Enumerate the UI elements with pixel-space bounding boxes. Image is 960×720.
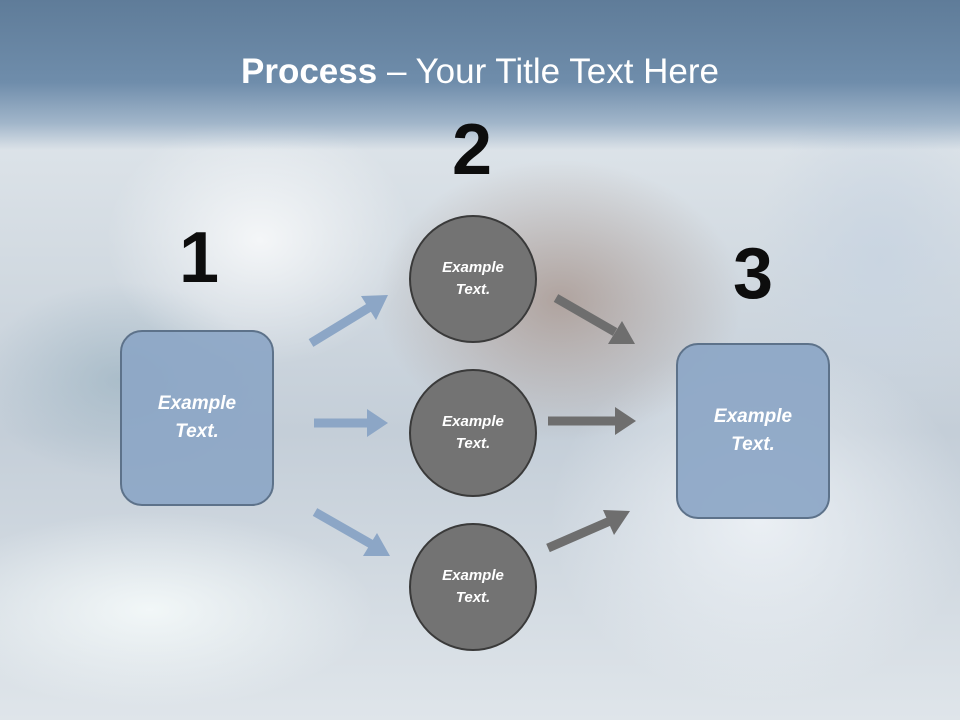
slide-title: Process – Your Title Text Here xyxy=(0,52,960,92)
left-box-text: Example Text. xyxy=(157,392,237,443)
title-rest: – Your Title Text Here xyxy=(377,52,719,91)
circle-top-text: Example Text. xyxy=(442,258,504,299)
title-band xyxy=(0,0,960,150)
right-box-text: Example Text. xyxy=(713,405,793,456)
arrow-left-lower xyxy=(312,508,390,556)
step-number-2: 2 xyxy=(451,110,493,190)
arrow-right-lower xyxy=(546,510,630,553)
left-process-box: Example Text. xyxy=(120,330,274,506)
arrow-right-middle xyxy=(548,407,636,435)
process-circle-bottom: Example Text. xyxy=(409,523,537,651)
step-number-1: 1 xyxy=(178,218,220,298)
arrow-right-upper xyxy=(553,294,635,344)
right-process-box: Example Text. xyxy=(676,343,830,519)
process-circle-middle: Example Text. xyxy=(409,369,537,497)
arrow-left-middle xyxy=(314,409,388,437)
process-circle-top: Example Text. xyxy=(409,215,537,343)
title-bold: Process xyxy=(241,52,378,91)
arrow-left-upper xyxy=(308,295,388,347)
circle-bottom-text: Example Text. xyxy=(442,566,504,607)
step-number-3: 3 xyxy=(732,234,774,314)
circle-middle-text: Example Text. xyxy=(442,412,504,453)
